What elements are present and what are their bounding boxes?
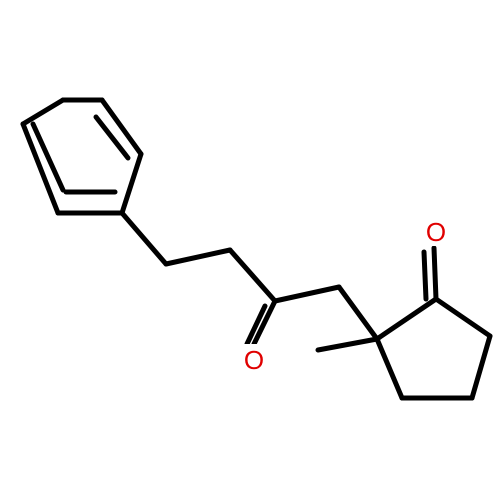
bond-chain-1 <box>119 210 169 267</box>
bond-co-chain-1 <box>251 298 278 347</box>
bond-co-chain-2 <box>244 303 268 347</box>
alkyl-chain <box>119 210 380 342</box>
oxygen-label-bg-2 <box>241 344 267 374</box>
cyclopentanone-ring <box>315 245 493 401</box>
bond-cp-3 <box>469 333 493 401</box>
bond-methyl <box>315 336 380 353</box>
bond-ring-4 <box>119 151 144 216</box>
bond-ring-1 <box>20 97 66 127</box>
bond-chain-3 <box>227 247 278 304</box>
oxygen-atom-ring: O <box>426 217 446 247</box>
bond-chain-4 <box>272 284 342 304</box>
bond-co-ring-2 <box>421 249 429 302</box>
bond-chain-2 <box>163 247 233 267</box>
bond-cp-1 <box>374 296 439 342</box>
bond-ring-double-3 <box>93 114 131 161</box>
bond-cp-5 <box>374 336 405 401</box>
benzene-ring <box>20 97 144 216</box>
bond-chain-5 <box>336 284 380 342</box>
atom-labels: O O <box>241 216 449 375</box>
bond-co-ring-1 <box>431 245 439 302</box>
oxygen-atom-chain: O <box>244 345 264 375</box>
bond-cp-2 <box>433 296 493 339</box>
oxygen-label-bg-1 <box>423 216 449 246</box>
chain-ketone <box>244 298 278 347</box>
bond-ring-double-1 <box>30 121 66 193</box>
bond-ring-3 <box>99 97 144 157</box>
bond-ring-6 <box>20 121 61 216</box>
